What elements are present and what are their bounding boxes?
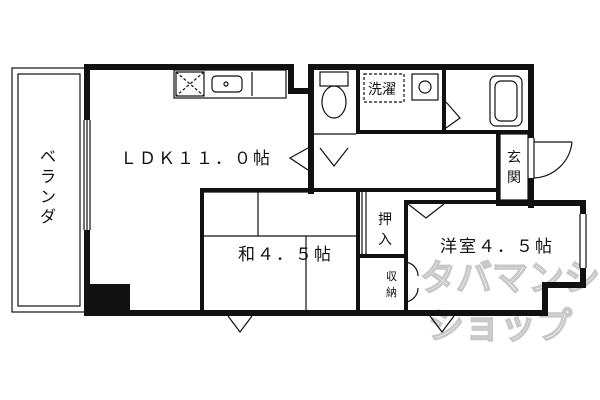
interior-walls	[200, 64, 532, 310]
shuno-closet: 収 納	[386, 261, 419, 303]
washroom	[363, 73, 439, 103]
window-washitsu-marker	[227, 315, 253, 333]
sliding-door-ldk-washitsu	[204, 191, 356, 310]
door-bath	[445, 101, 461, 129]
kitchen-counter	[173, 69, 287, 99]
svg-text:ン: ン	[40, 187, 56, 206]
bathtub-icon	[489, 75, 523, 127]
toilet-tank-icon	[319, 71, 349, 87]
window-ldk	[83, 120, 91, 230]
window-youshitsu-marker	[429, 315, 455, 333]
veranda-inner-line	[17, 73, 81, 307]
bathtub	[489, 75, 523, 127]
svg-text:ラ: ラ	[40, 167, 56, 186]
genkan-label: 玄 関	[507, 149, 521, 186]
watermark-line1: タバマンション	[420, 258, 600, 299]
washing-machine-space	[363, 73, 405, 103]
oshiire-closet: 押 入	[361, 192, 392, 254]
genkan-entrance	[499, 133, 573, 201]
windows-bottom	[227, 214, 587, 333]
youshitsu-label: 洋室４．５帖	[440, 237, 554, 257]
sentaku-label: 洗濯	[368, 82, 396, 98]
svg-text:納: 納	[386, 286, 397, 299]
svg-text:関: 関	[507, 170, 521, 186]
sink-icon	[211, 75, 243, 93]
toilet-bowl-icon	[321, 85, 347, 119]
washitsu-label: 和４．５帖	[238, 245, 333, 265]
veranda-label: ベ ラ ン ダ	[40, 147, 56, 226]
watermark-logo: タバマンション ショップ	[419, 257, 600, 347]
svg-text:ダ: ダ	[40, 207, 56, 226]
svg-text:収: 収	[386, 270, 397, 283]
oshiire-label-bottom: 入	[378, 232, 392, 248]
svg-text:ベ: ベ	[40, 147, 56, 166]
structural-column	[90, 284, 130, 310]
svg-text:玄: 玄	[507, 149, 521, 166]
door-ldk	[288, 147, 309, 171]
toilet	[308, 71, 356, 135]
oshiire-label-top: 押	[378, 212, 392, 228]
door-youshitsu	[407, 203, 445, 219]
ldk-label: ＬＤＫ１１．０帖	[120, 149, 272, 169]
door-hall	[319, 147, 349, 167]
wash-basin-icon	[411, 73, 439, 101]
door-swings	[288, 101, 461, 219]
